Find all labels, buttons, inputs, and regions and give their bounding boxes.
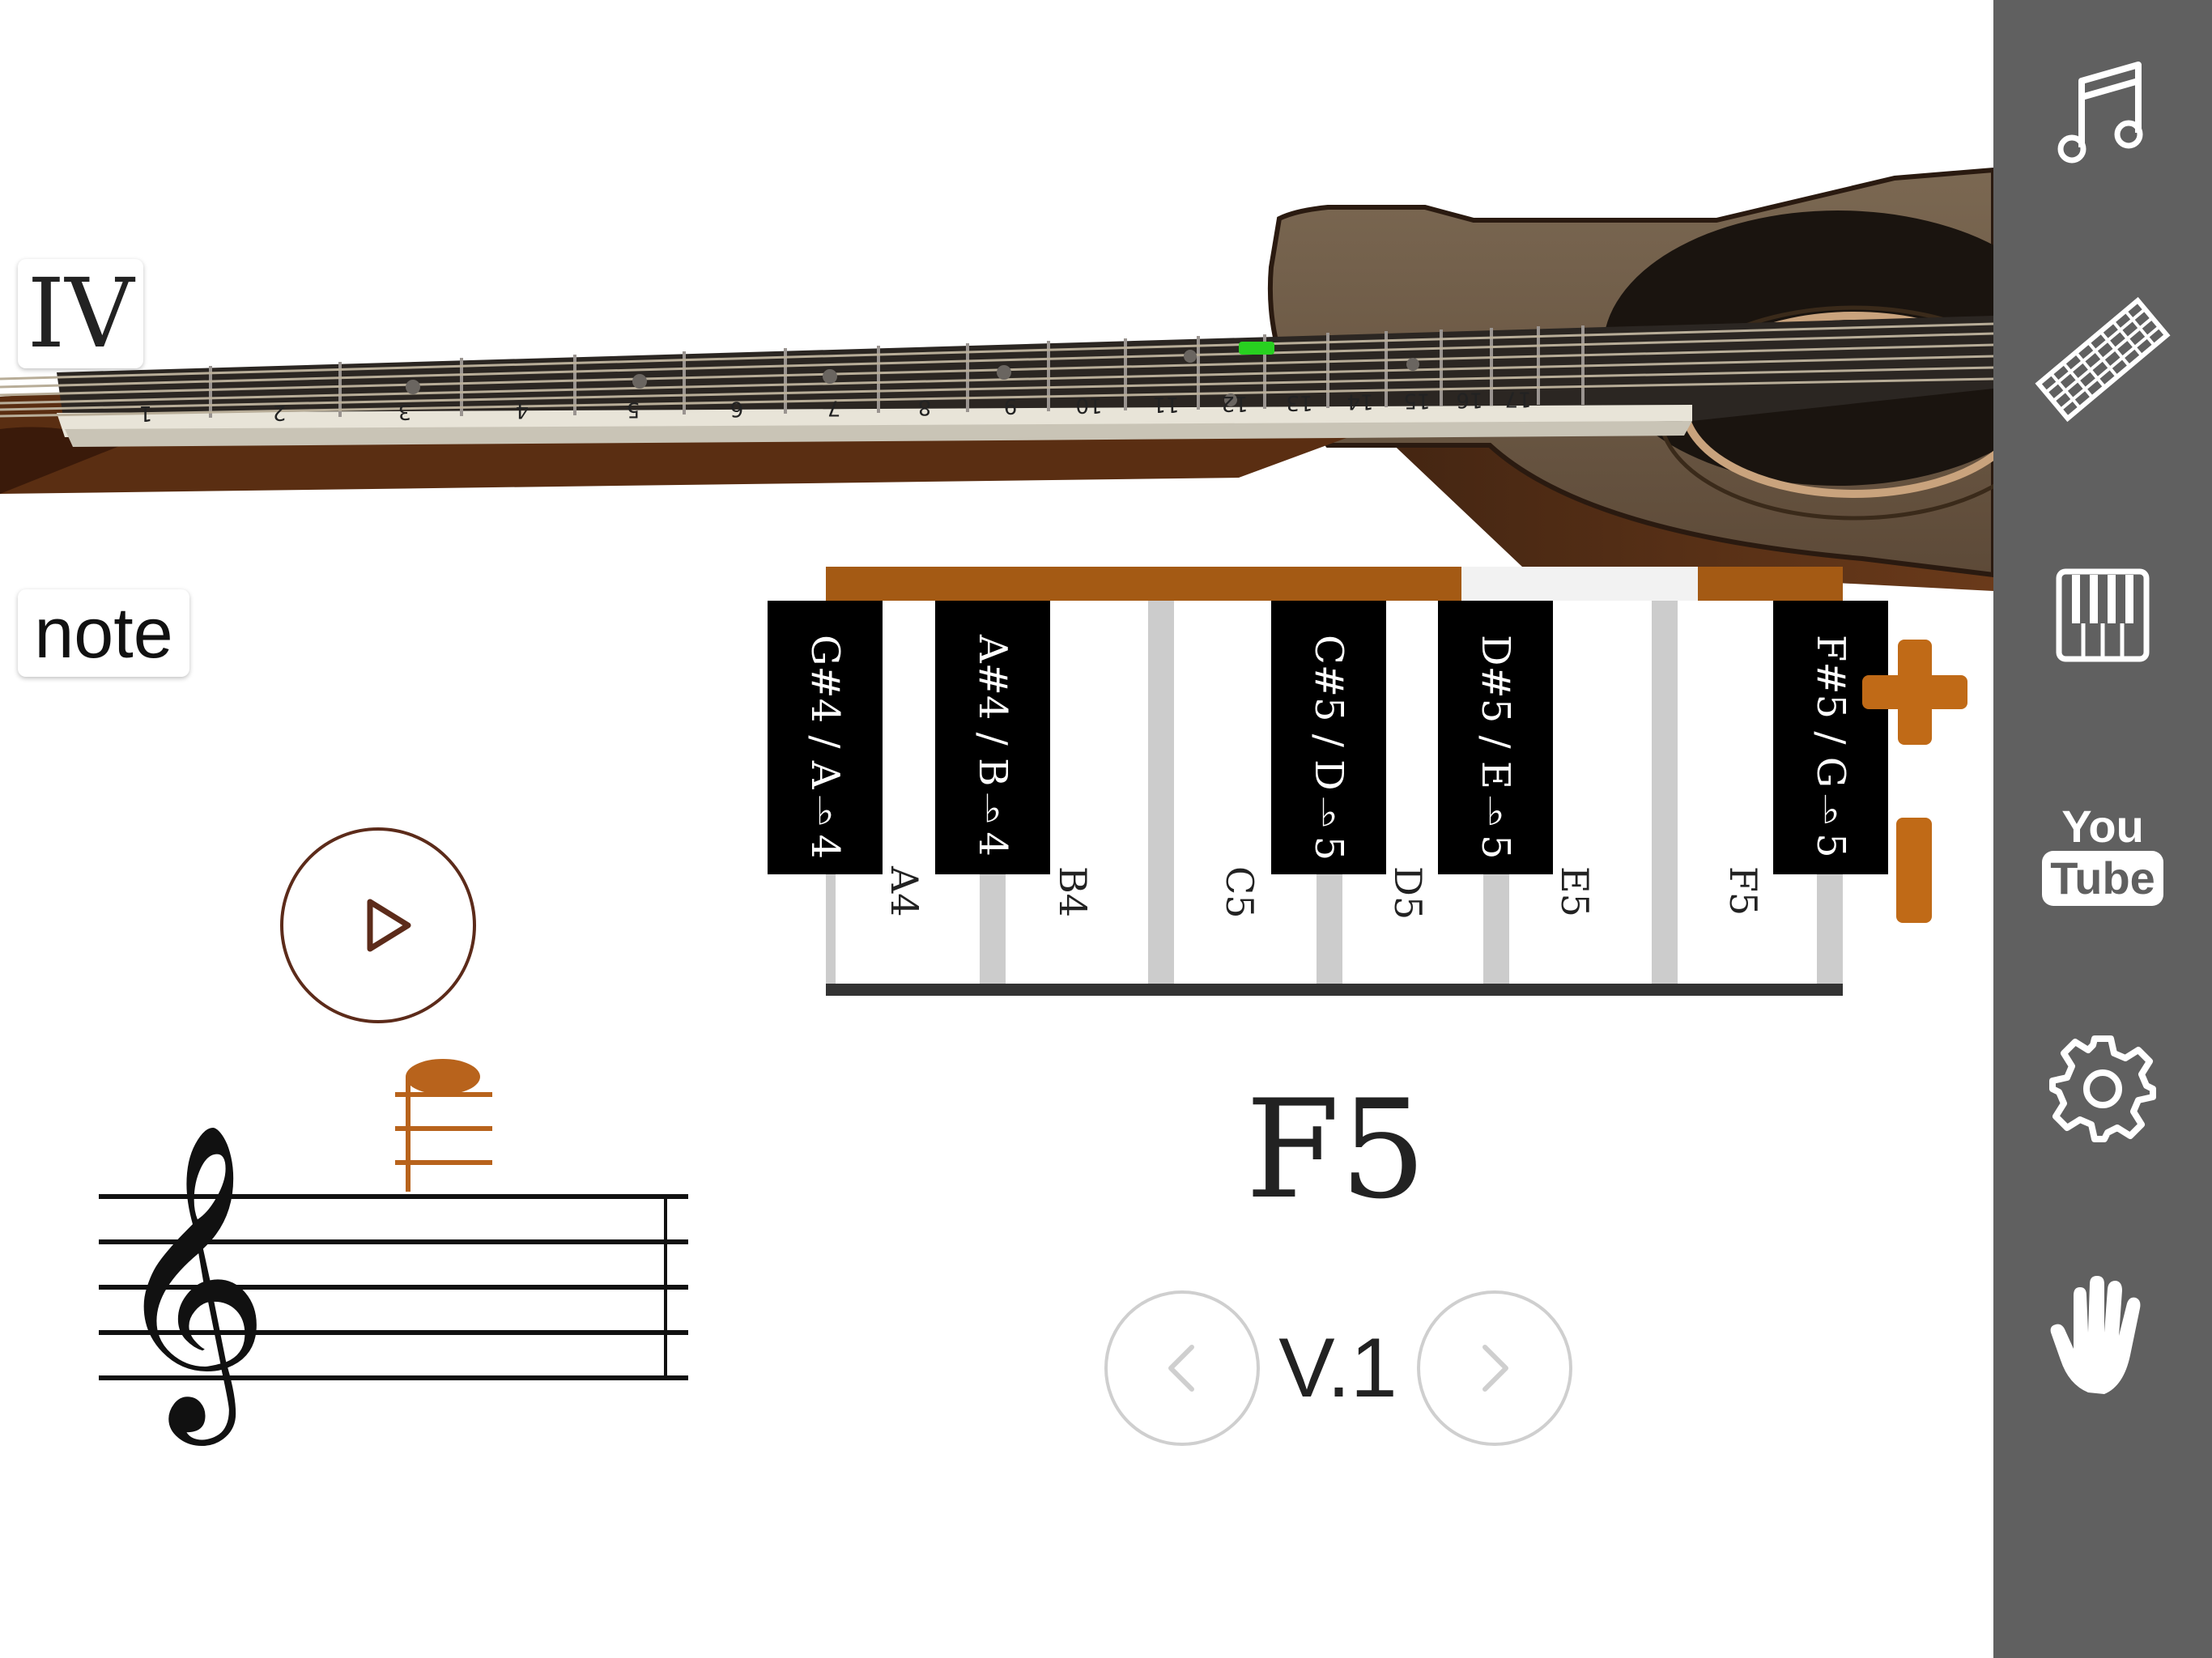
- white-key-label: B4: [1051, 866, 1095, 918]
- fret-number: 12: [1221, 391, 1248, 415]
- fret-number: 10: [1075, 393, 1102, 417]
- piano-black-key[interactable]: C#5 / D♭5: [1271, 601, 1386, 874]
- piano-black-key[interactable]: G#4 / A♭4: [768, 601, 883, 874]
- gear-icon: [2049, 1035, 2156, 1142]
- fret-number: 13: [1286, 390, 1312, 414]
- zoom-out-button[interactable]: [1896, 818, 1932, 923]
- fret-number: 3: [398, 399, 412, 423]
- white-key-label: E5: [1553, 866, 1597, 917]
- youtube-icon-text: Tube: [2042, 851, 2163, 906]
- white-key-label: D5: [1386, 866, 1430, 920]
- treble-clef-icon: 𝄞: [112, 1120, 270, 1448]
- plus-icon: [1862, 640, 1967, 745]
- fret-number: 17: [1504, 386, 1531, 410]
- chevron-left-icon: [1168, 1345, 1194, 1392]
- chevron-right-icon: [1482, 1345, 1508, 1392]
- fret-number: 2: [273, 400, 287, 424]
- piano-black-key[interactable]: D#5 / E♭5: [1438, 601, 1553, 874]
- play-button[interactable]: [280, 827, 476, 1023]
- white-key-label: A4: [883, 866, 926, 917]
- black-key-label: D#5 / E♭5: [1473, 635, 1518, 860]
- note-name: F5: [1245, 1070, 1427, 1229]
- prev-variant-button[interactable]: [1104, 1290, 1260, 1446]
- fret-number: 5: [627, 397, 640, 422]
- fret-number: 11: [1152, 392, 1179, 416]
- key-separator: [1652, 601, 1678, 985]
- fret-number: 9: [1004, 393, 1018, 418]
- black-key-label: A#4 / B♭4: [970, 635, 1015, 857]
- piano-black-key[interactable]: F#5 / G♭5: [1773, 601, 1888, 874]
- fret-number: 14: [1346, 389, 1373, 414]
- sidebar-item-music[interactable]: [1993, 32, 2212, 194]
- sidebar-item-settings[interactable]: [1993, 1008, 2212, 1170]
- sidebar-item-fretboard[interactable]: [1993, 278, 2212, 440]
- hand-icon: [2050, 1276, 2141, 1394]
- mode-label[interactable]: note: [18, 589, 189, 677]
- youtube-icon-text: You: [2061, 801, 2144, 852]
- black-key-label: F#5 / G♭5: [1808, 635, 1853, 858]
- youtube-icon: You Tube: [2042, 802, 2163, 906]
- music-note-icon: [2057, 62, 2143, 164]
- string-label[interactable]: IV: [18, 259, 143, 368]
- black-key-label: C#5 / D♭5: [1306, 635, 1351, 861]
- key-separator: [1148, 601, 1174, 985]
- white-key-label: C5: [1218, 866, 1261, 919]
- music-staff: 𝄞: [99, 1059, 688, 1448]
- fret-number: 4: [516, 398, 530, 423]
- fret-number: 15: [1403, 389, 1430, 413]
- sidebar-item-youtube[interactable]: You Tube: [1993, 773, 2212, 935]
- minus-icon: [1896, 818, 1932, 923]
- black-key-label: G#4 / A♭4: [802, 635, 848, 859]
- next-variant-button[interactable]: [1417, 1290, 1572, 1446]
- play-icon: [367, 899, 411, 952]
- fret-number: 7: [827, 395, 841, 419]
- piano-icon: [2056, 568, 2150, 662]
- fretboard-icon: [2035, 296, 2171, 423]
- sidebar-item-piano[interactable]: [1993, 534, 2212, 696]
- variant-label: V.1: [1278, 1321, 1397, 1415]
- piano-keyboard[interactable]: A4 B4 C5 D5 E5 F5 G#4 / A♭4 A#4 / B♭4 C#…: [768, 567, 1888, 996]
- piano-range-window[interactable]: [1461, 567, 1698, 601]
- white-key-label: F5: [1721, 866, 1765, 916]
- fret-number: 8: [918, 394, 932, 419]
- fret-number: 16: [1456, 388, 1482, 412]
- sidebar: You Tube: [1993, 0, 2212, 1658]
- fret-marker-highlight: [1239, 342, 1274, 355]
- piano-bottom-bar: [826, 984, 1843, 996]
- sidebar-item-hand[interactable]: [1993, 1255, 2212, 1417]
- note-head: [406, 1059, 480, 1095]
- fret-number: 1: [139, 401, 153, 425]
- fret-number: 6: [730, 397, 744, 421]
- piano-black-key[interactable]: A#4 / B♭4: [935, 601, 1050, 874]
- zoom-in-button[interactable]: [1862, 640, 1967, 745]
- staff-note: [395, 1077, 492, 1192]
